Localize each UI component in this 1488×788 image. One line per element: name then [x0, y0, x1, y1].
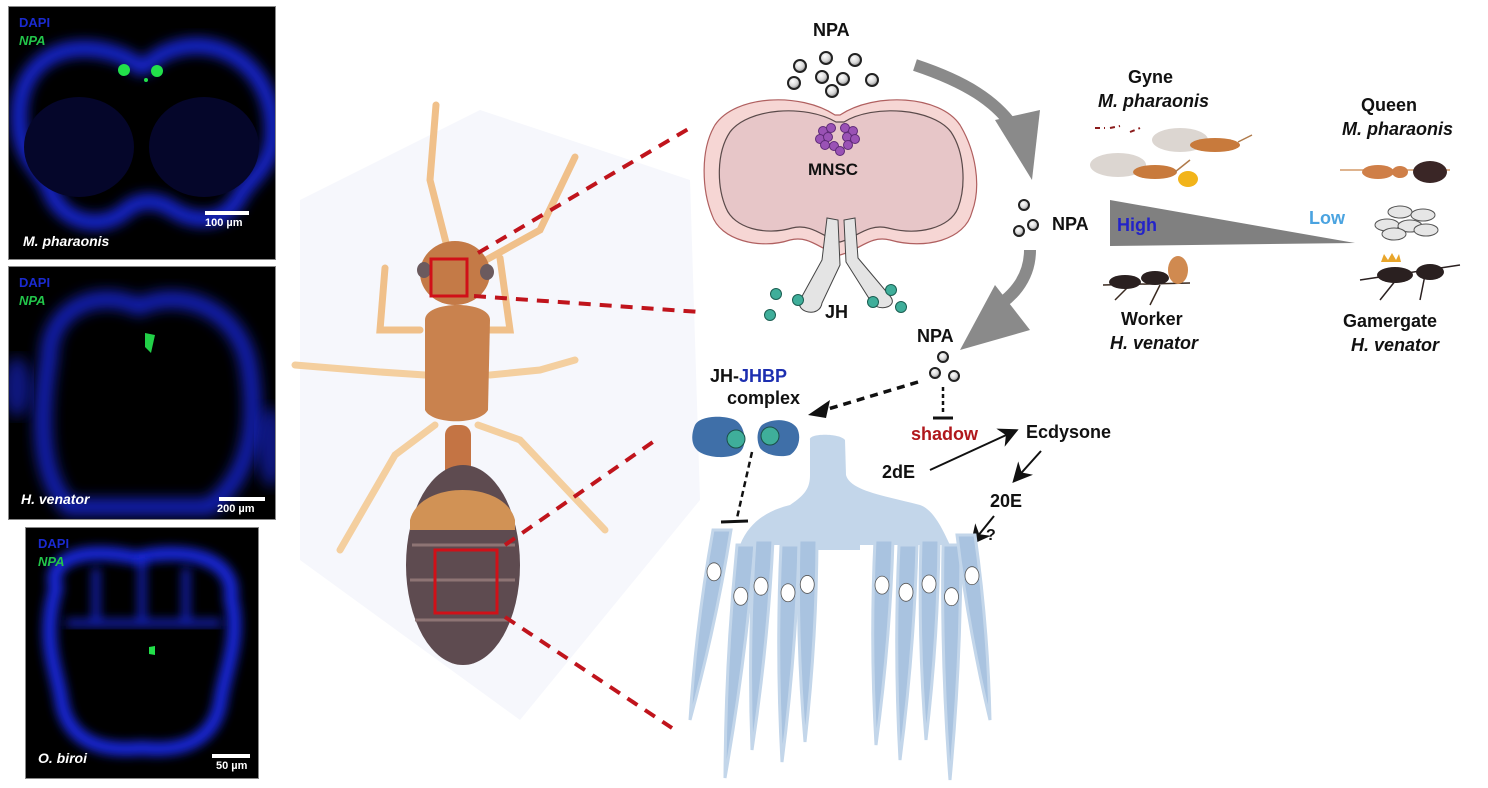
zoom-lines: [473, 123, 701, 730]
ovariole: [895, 543, 919, 761]
npa-label-low: NPA: [917, 326, 954, 346]
npa-label: NPA: [38, 554, 65, 569]
micrograph-panel-m-pharaonis: DAPI NPA 100 µm M. pharaonis: [8, 6, 276, 260]
scale-bar: [219, 497, 265, 501]
gamergate-title: Gamergate: [1343, 311, 1438, 331]
flow-arrow-1: [913, 59, 1040, 180]
ovariole: [955, 533, 992, 721]
ovariole: [777, 543, 801, 763]
oocyte: [964, 566, 980, 586]
npa-signal: [149, 646, 155, 655]
species-label: H. venator: [21, 491, 90, 507]
npa-beads-top: [787, 51, 879, 98]
scale-label: 200 µm: [217, 503, 255, 515]
queen-ant-image: [1340, 161, 1450, 183]
gamergate-species: H. venator: [1351, 335, 1440, 355]
ovariole: [723, 543, 757, 779]
scale-bar: [205, 211, 249, 215]
ovariole: [941, 543, 963, 781]
oocyte: [733, 586, 749, 606]
oocyte: [799, 575, 815, 594]
oocyte: [898, 582, 914, 602]
ovariole: [796, 538, 819, 743]
oocyte: [944, 587, 959, 607]
ovariole: [749, 538, 775, 751]
dapi-label: DAPI: [38, 536, 70, 551]
ecdysone-to-20e-arrow: [1012, 450, 1042, 483]
ovariole: [918, 538, 941, 741]
ovariole: [688, 528, 733, 721]
high-label: High: [1117, 215, 1157, 235]
gyne-title: Gyne: [1128, 67, 1174, 87]
queen-title: Queen: [1361, 95, 1418, 115]
jhbp-text: JHBP: [739, 366, 788, 386]
ant-illustration: [291, 101, 609, 665]
complex-label: complex: [727, 388, 801, 408]
jhbp-complex-proteins: [692, 416, 800, 458]
npa-label: NPA: [19, 293, 46, 308]
npa-label-mid: NPA: [1052, 214, 1089, 234]
micrograph-panel-h-venator: DAPI NPA H. venator 200 µm: [8, 266, 276, 520]
shadow-label: shadow: [911, 424, 979, 444]
npa-label: NPA: [19, 33, 46, 48]
zoom-box-head: [429, 257, 469, 298]
oocyte: [753, 576, 769, 596]
worker-title: Worker: [1121, 309, 1183, 329]
zoom-box-abdomen: [433, 548, 499, 615]
oocyte: [874, 575, 890, 595]
complex-inhibit-ovary: [735, 451, 754, 519]
gamergate-ant-image: [1359, 253, 1461, 301]
brain-stain-image: [10, 37, 275, 231]
egg-pellet: [1178, 171, 1198, 187]
brain-stain-image: [42, 546, 242, 756]
npa-signal: [151, 65, 163, 77]
oocyte: [780, 583, 796, 603]
jh-label: JH: [825, 302, 849, 322]
jh-jhbp-label: JH-JHBP: [710, 366, 787, 387]
worker-ant-image: [1102, 256, 1191, 306]
eggs-image: [1374, 205, 1439, 241]
low-label: Low: [1309, 208, 1345, 228]
20e-label: 20E: [990, 491, 1023, 511]
npa-to-complex-arrow: [817, 380, 919, 414]
scale-label: 100 µm: [205, 217, 243, 229]
jh-prefix: JH-: [710, 366, 740, 386]
mnsc-cells: [815, 123, 860, 156]
flow-arrow-2: [960, 249, 1036, 350]
npa-signal: [145, 333, 155, 353]
brain-schematic: [703, 99, 978, 313]
jh-molecules: [764, 284, 907, 321]
micrograph-panel-o-biroi: DAPI NPA O. biroi 50 µm: [25, 527, 259, 779]
species-label: O. biroi: [38, 750, 87, 766]
scale-bar: [212, 754, 250, 758]
question-mark: ?: [986, 527, 996, 544]
worker-species: H. venator: [1110, 333, 1199, 353]
crown-icon: [1381, 253, 1401, 262]
ant-background: [300, 110, 700, 720]
ovarioles: [688, 528, 992, 781]
mnsc-label: MNSC: [808, 160, 859, 179]
2de-label: 2dE: [882, 462, 916, 482]
oocyte: [706, 562, 722, 582]
npa-signal: [118, 64, 130, 76]
dapi-label: DAPI: [19, 15, 51, 30]
ovariole: [871, 538, 895, 746]
2de-to-ecdysone-arrow: [929, 428, 1019, 471]
oocyte: [921, 574, 937, 594]
dapi-label: DAPI: [19, 275, 51, 290]
npa-label-top: NPA: [813, 20, 850, 40]
npa-beads-mid: [1013, 199, 1039, 237]
brain-stain-image: [9, 291, 275, 515]
queen-species: M. pharaonis: [1342, 119, 1454, 139]
gyne-species: M. pharaonis: [1098, 91, 1210, 111]
npa-beads-low: [929, 351, 960, 382]
ecdysone-label: Ecdysone: [1026, 422, 1112, 442]
scale-label: 50 µm: [216, 760, 248, 772]
species-label: M. pharaonis: [23, 233, 110, 249]
npa-gradient-triangle: [1110, 200, 1355, 246]
gyne-ant-image: [1090, 125, 1253, 187]
